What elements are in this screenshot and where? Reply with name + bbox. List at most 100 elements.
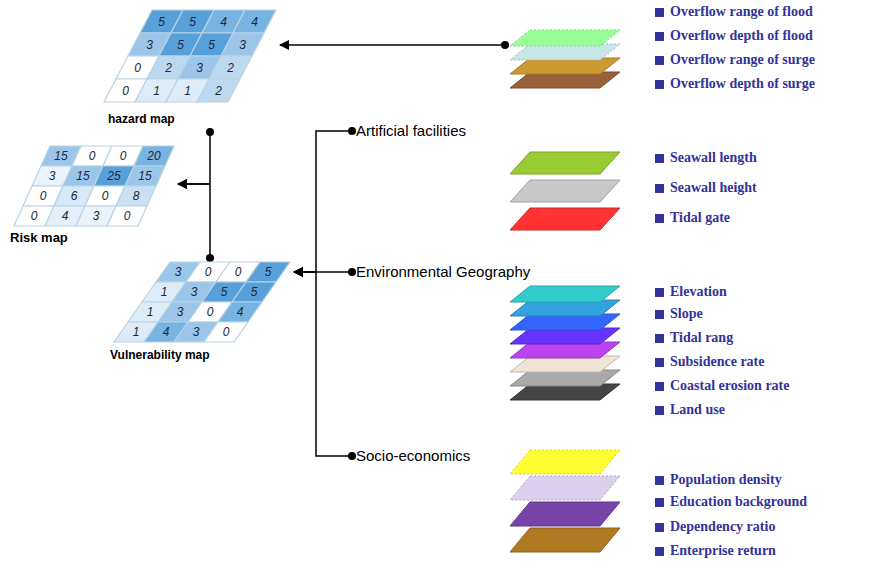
cell-value: 4 (220, 15, 227, 29)
bullet-square (655, 406, 664, 415)
layer-stack: ElevationSlopeTidal rangSubsidence rateC… (505, 278, 796, 418)
cell-value: 2 (165, 61, 172, 75)
cell-value: 1 (153, 84, 160, 98)
cell-value: 5 (158, 15, 165, 29)
cell-value: 25 (107, 169, 120, 183)
grid-cell (197, 79, 240, 102)
cell-value: 0 (31, 209, 38, 223)
layer-label: Tidal gate (670, 208, 730, 228)
category-node: Socio-economics (352, 446, 475, 466)
connector (178, 184, 210, 258)
layer-label: Seawall height (670, 178, 757, 198)
connector (280, 44, 505, 46)
cell-value: 3 (177, 305, 184, 319)
layer-label: Population density (670, 470, 782, 490)
grid-map: 3005135513041430Vulnerability map (108, 258, 294, 368)
layer-item: Slope (655, 304, 703, 324)
bullet-square (655, 334, 664, 343)
layer-label: Elevation (670, 282, 727, 302)
category-label: Environmental Geography (352, 262, 534, 282)
map-layer (510, 180, 620, 202)
map-title: hazard map (108, 112, 175, 126)
grid-map: 150020315251506080430Risk map (6, 144, 178, 250)
cell-value: 1 (161, 285, 168, 299)
cell-value: 20 (147, 149, 160, 163)
layer-label: Slope (670, 304, 703, 324)
layer-item: Tidal gate (655, 208, 730, 228)
cell-value: 15 (138, 169, 151, 183)
grid-map: 5544355302320112hazard map (100, 8, 280, 132)
map-layer (510, 528, 620, 552)
layer-label: Subsidence rate (670, 352, 765, 372)
cell-value: 0 (124, 209, 131, 223)
bullet-square (655, 547, 664, 556)
cell-value: 0 (89, 149, 96, 163)
layer-item: Overflow depth of flood (655, 26, 813, 46)
layer-label: Education background (670, 492, 807, 512)
map-layer (510, 30, 620, 46)
bullet-square (655, 184, 664, 193)
map-layer (510, 476, 620, 500)
bullet-square (655, 310, 664, 319)
layer-stack-illustration (505, 278, 625, 418)
grid-cell (107, 206, 147, 226)
map-layer (510, 208, 620, 230)
layer-label: Land use (670, 400, 725, 420)
bullet-square (655, 498, 664, 507)
layer-item: Enterprise return (655, 541, 776, 561)
cell-value: 0 (205, 265, 212, 279)
layer-stack: Population densityEducation backgroundDe… (505, 440, 814, 566)
cell-value: 1 (147, 305, 154, 319)
bullet-square (655, 476, 664, 485)
cell-value: 5 (208, 38, 215, 52)
layer-label: Overflow depth of flood (670, 26, 813, 46)
connector (178, 132, 210, 184)
cell-value: 3 (146, 38, 153, 52)
layer-label: Overflow range of surge (670, 50, 815, 70)
bullet-square (655, 8, 664, 17)
category-node: Environmental Geography (352, 262, 535, 282)
cell-value: 5 (177, 38, 184, 52)
connector (294, 272, 352, 456)
cell-value: 2 (227, 61, 234, 75)
map-layer (510, 286, 620, 302)
cell-value: 3 (175, 265, 182, 279)
layer-item: Elevation (655, 282, 727, 302)
layer-label: Seawall length (670, 148, 757, 168)
cell-value: 15 (76, 169, 89, 183)
category-label: Socio-economics (352, 446, 474, 466)
layer-item: Land use (655, 400, 725, 420)
bullet-square (655, 154, 664, 163)
layer-item: Overflow range of surge (655, 50, 815, 70)
category-node: Artificial facilities (352, 121, 471, 141)
category-label: Artificial facilities (352, 121, 470, 141)
cell-value: 0 (207, 305, 214, 319)
layer-item: Population density (655, 470, 782, 490)
layer-item: Seawall length (655, 148, 757, 168)
grid-cell (209, 56, 252, 79)
cell-value: 3 (239, 38, 246, 52)
layer-item: Coastal erosion rate (655, 376, 790, 396)
bullet-square (655, 56, 664, 65)
layer-stack: Overflow range of floodOverflow depth of… (505, 2, 822, 102)
layer-label: Enterprise return (670, 541, 776, 561)
grid-cell (218, 302, 262, 322)
cell-value: 1 (133, 325, 140, 339)
layer-item: Education background (655, 492, 807, 512)
cell-value: 2 (215, 84, 222, 98)
layer-item: Seawall height (655, 178, 757, 198)
layer-label: Overflow range of flood (670, 2, 813, 22)
layer-stack-illustration (505, 2, 625, 102)
layer-label: Coastal erosion rate (670, 376, 790, 396)
layer-item: Subsidence rate (655, 352, 765, 372)
bullet-square (655, 80, 664, 89)
cell-value: 0 (134, 61, 141, 75)
connectors (178, 45, 505, 456)
cell-value: 4 (237, 305, 244, 319)
grid-cell (125, 166, 165, 186)
cell-value: 4 (163, 325, 170, 339)
cell-value: 3 (49, 169, 56, 183)
grid-cell (232, 282, 276, 302)
